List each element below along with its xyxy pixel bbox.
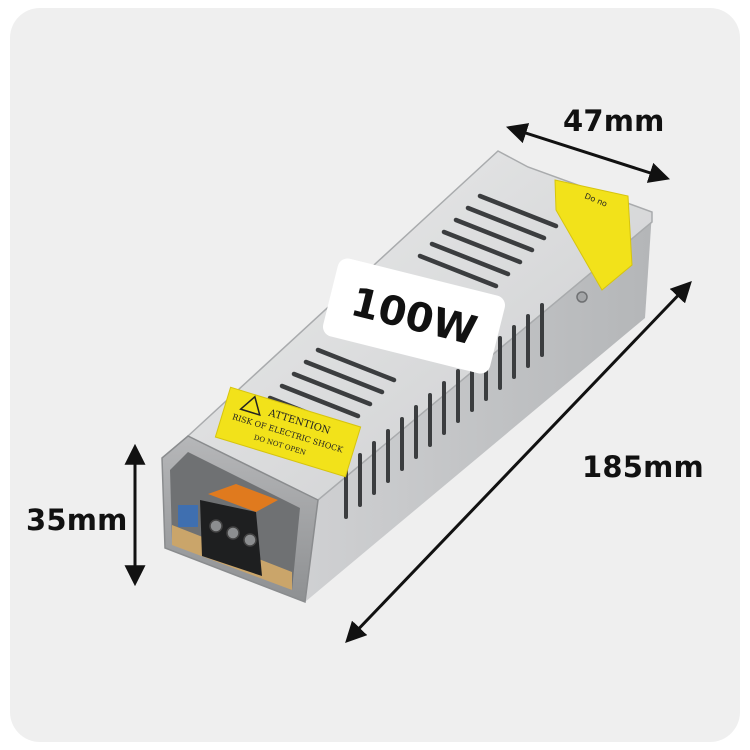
terminal-block — [200, 484, 278, 576]
length-arrow — [345, 280, 692, 644]
height-dimension-label: 35mm — [26, 503, 128, 537]
terminal-screw-2 — [226, 526, 240, 540]
blue-capacitor — [178, 505, 198, 527]
case-screw — [576, 291, 588, 303]
width-dimension-label: 47mm — [563, 104, 665, 138]
side-label: Do no — [554, 179, 633, 291]
terminal-screw-1 — [209, 519, 223, 533]
length-dimension-label: 185mm — [582, 450, 704, 484]
terminal-cover — [208, 484, 278, 512]
warning-label: ATTENTION RISK OF ELECTRIC SHOCK DO NOT … — [214, 386, 362, 478]
warning-triangle-icon — [239, 395, 261, 417]
width-arrow — [506, 123, 670, 183]
terminal-screw-3 — [243, 533, 257, 547]
